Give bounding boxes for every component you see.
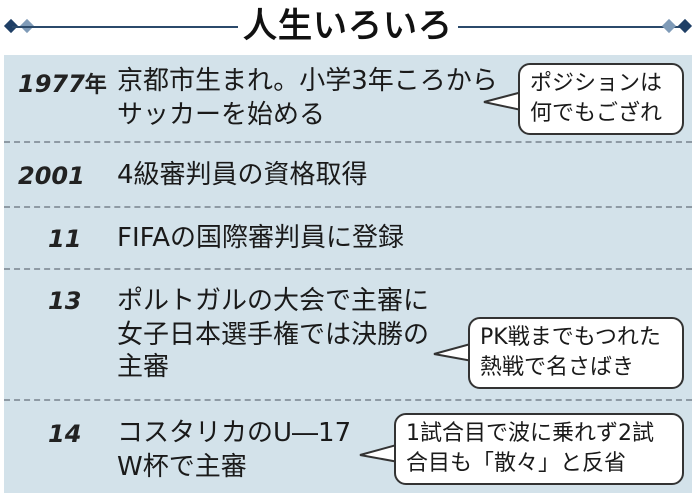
comment-text: 合目も「散々」と反省 [406, 451, 627, 476]
page-title: 人生いろいろ [243, 6, 453, 46]
timeline-year: 14 [48, 420, 82, 448]
comment-text: 1試合目で波に乗れず2試 [406, 421, 654, 446]
header-rule-left [12, 26, 238, 28]
timeline-year: 2001 [18, 162, 85, 190]
speech-bubble-tail-icon [433, 340, 478, 364]
comment-text: ポジションは [530, 71, 663, 96]
comment-bubble: ポジションは 何でもござれ [518, 63, 684, 135]
timeline-event-text: W杯で主審 [117, 452, 247, 482]
timeline-event-text: 主審 [117, 352, 170, 382]
row-divider [4, 206, 692, 208]
row-divider [4, 399, 692, 401]
speech-bubble-tail-icon [483, 89, 526, 113]
diamond-ornament-icon [677, 18, 693, 34]
timeline-event-text: FIFAの国際審判員に登録 [117, 223, 404, 253]
timeline-year: 1977年 [18, 70, 107, 98]
diamond-ornament-icon [661, 18, 677, 34]
timeline-event-text: コスタリカのU―17 [117, 418, 352, 448]
comment-bubble: PK戦までもつれた 熱戦で名さばき [468, 317, 684, 389]
comment-text: 何でもござれ [530, 101, 663, 126]
timeline-event-text: サッカーを始める [117, 100, 326, 130]
header: 人生いろいろ [0, 0, 696, 52]
row-divider [4, 268, 692, 270]
header-rule-right [458, 26, 684, 28]
row-divider [4, 141, 692, 143]
timeline-event-text: 京都市生まれ。小学3年ころから [117, 66, 498, 96]
comment-text: PK戦までもつれた [480, 325, 661, 350]
comment-bubble: 1試合目で波に乗れず2試 合目も「散々」と反省 [394, 413, 684, 485]
comment-text: 熱戦で名さばき [480, 355, 635, 380]
timeline-event-text: 女子日本選手権では決勝の [117, 320, 430, 350]
timeline-year: 13 [48, 287, 82, 315]
timeline-year: 11 [48, 225, 82, 253]
speech-bubble-tail-icon [359, 441, 404, 465]
timeline-panel: 1977年 京都市生まれ。小学3年ころから サッカーを始める ポジションは 何で… [4, 55, 692, 493]
timeline-event-text: ポルトガルの大会で主審に [117, 286, 430, 316]
timeline-event-text: 4級審判員の資格取得 [117, 160, 368, 190]
